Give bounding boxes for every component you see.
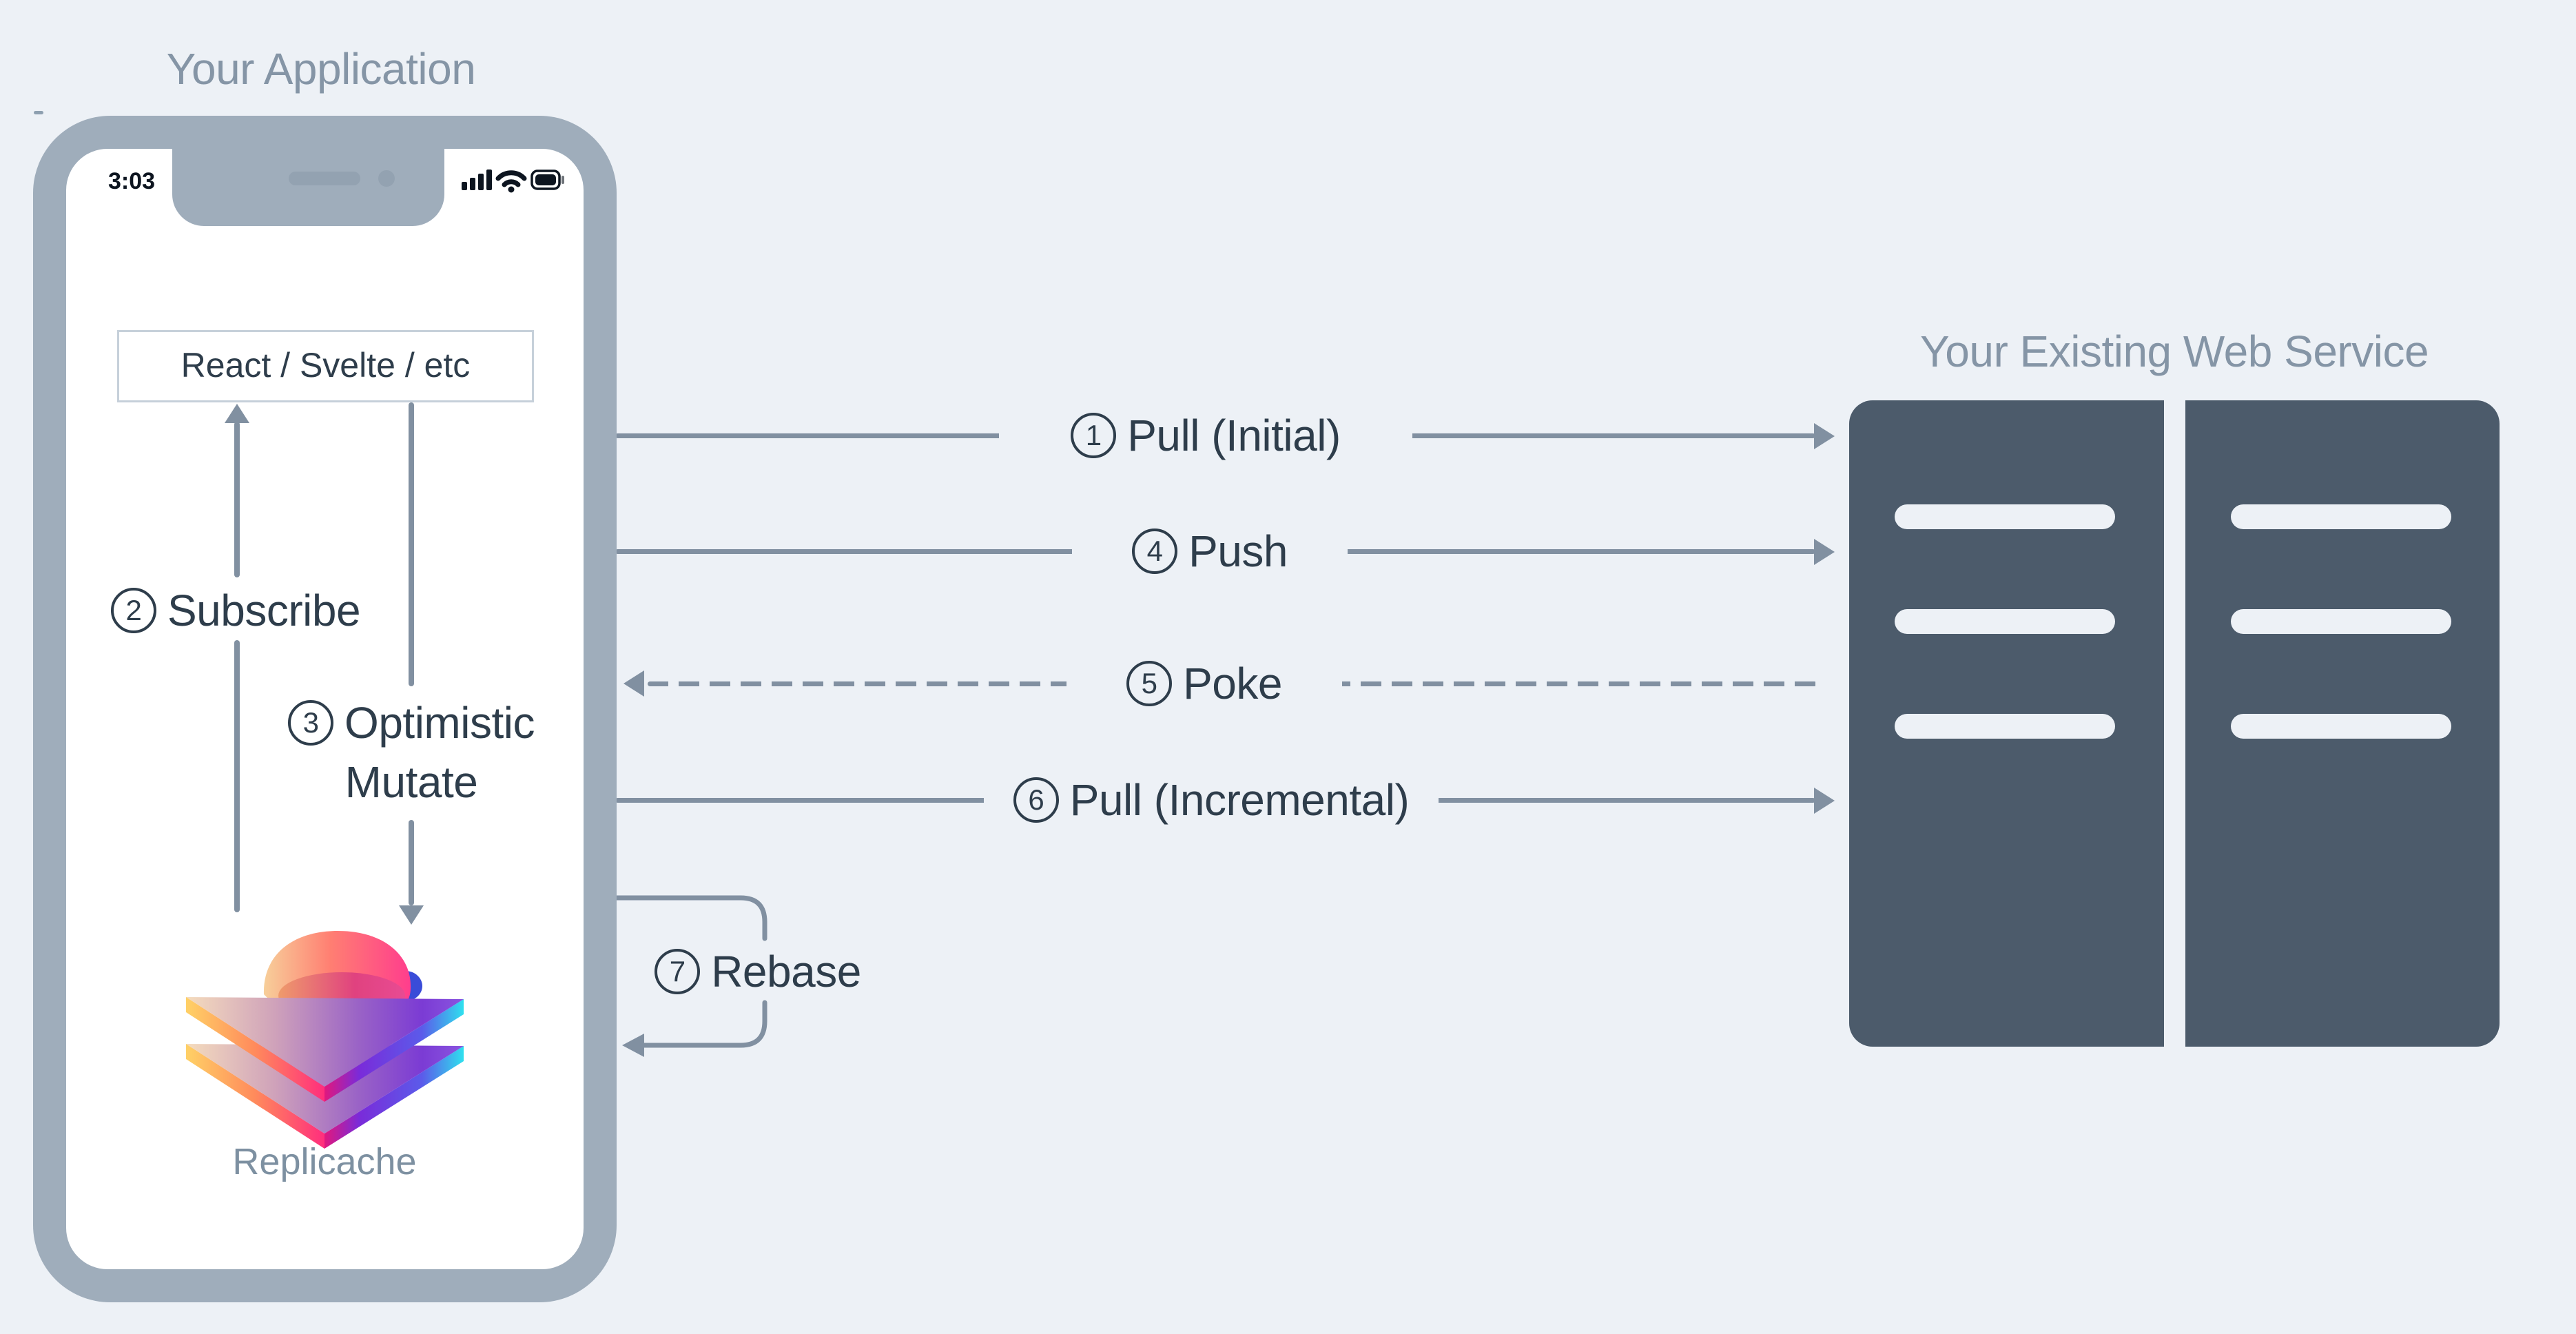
mutate-text-line2: Mutate: [344, 757, 478, 807]
signal-icon: [462, 170, 492, 190]
status-icons: [462, 170, 564, 193]
rebase-arrowhead: [622, 1034, 644, 1057]
pull-incremental-number: 6: [1013, 777, 1059, 823]
pull-incremental-arrowhead: [1814, 788, 1835, 814]
server-slot: [1895, 609, 2115, 634]
poke-arrowhead: [624, 670, 644, 697]
mutate-arrowhead: [399, 905, 424, 925]
mutate-label: 3 Optimistic Mutate: [246, 693, 577, 812]
server-slot: [2231, 714, 2451, 739]
subscribe-text: Subscribe: [167, 586, 361, 635]
wifi-icon: [495, 170, 527, 193]
server-slot: [2231, 504, 2451, 529]
subscribe-label: 2 Subscribe: [69, 582, 402, 639]
rebase-label: 7 Rebase: [624, 943, 892, 1000]
poke-label: 5 Poke: [1067, 655, 1342, 712]
push-arrowhead: [1814, 539, 1835, 565]
server-slot: [2231, 609, 2451, 634]
phone-notch: [172, 149, 444, 226]
camera-dot: [378, 170, 395, 187]
speaker-grille: [289, 172, 360, 185]
poke-text: Poke: [1183, 659, 1282, 708]
battery-icon: [530, 170, 564, 190]
poke-number: 5: [1126, 661, 1173, 706]
web-service-title: Your Existing Web Service: [1919, 327, 2429, 376]
push-label: 4 Push: [1072, 523, 1348, 579]
application-title: Your Application: [166, 44, 476, 94]
pull-initial-text: Pull (Initial): [1127, 411, 1341, 460]
replicache-caption: Replicache: [232, 1141, 417, 1182]
rebase-text: Rebase: [711, 947, 861, 996]
pull-incremental-text: Pull (Incremental): [1069, 775, 1410, 825]
mutate-arrow-shaft: [409, 402, 414, 686]
pull-initial-number: 1: [1071, 413, 1117, 458]
server-slot: [1895, 714, 2115, 739]
rebase-loop-arrow: [614, 895, 767, 1057]
pull-initial-arrowhead: [1814, 423, 1835, 449]
pull-incremental-label: 6 Pull (Incremental): [984, 772, 1439, 828]
replicache-logo: [186, 931, 464, 1149]
logo-top-layer: [186, 997, 464, 1102]
subscribe-arrowhead: [225, 404, 249, 423]
stray-dash: [34, 111, 43, 114]
rebase-number: 7: [655, 949, 701, 994]
push-text: Push: [1188, 526, 1288, 576]
subscribe-number: 2: [110, 588, 156, 633]
server-slot: [1895, 504, 2115, 529]
framework-box: React / Svelte / etc: [117, 330, 534, 402]
pull-initial-label: 1 Pull (Initial): [999, 407, 1412, 464]
subscribe-arrow-shaft: [234, 422, 240, 577]
subscribe-arrow-shaft-lower: [234, 640, 240, 912]
status-time: 3:03: [107, 168, 156, 194]
mutate-arrow-shaft-lower: [409, 820, 414, 905]
push-number: 4: [1132, 529, 1178, 574]
mutate-number: 3: [288, 700, 334, 746]
mutate-text-line1: Optimistic: [344, 698, 535, 748]
